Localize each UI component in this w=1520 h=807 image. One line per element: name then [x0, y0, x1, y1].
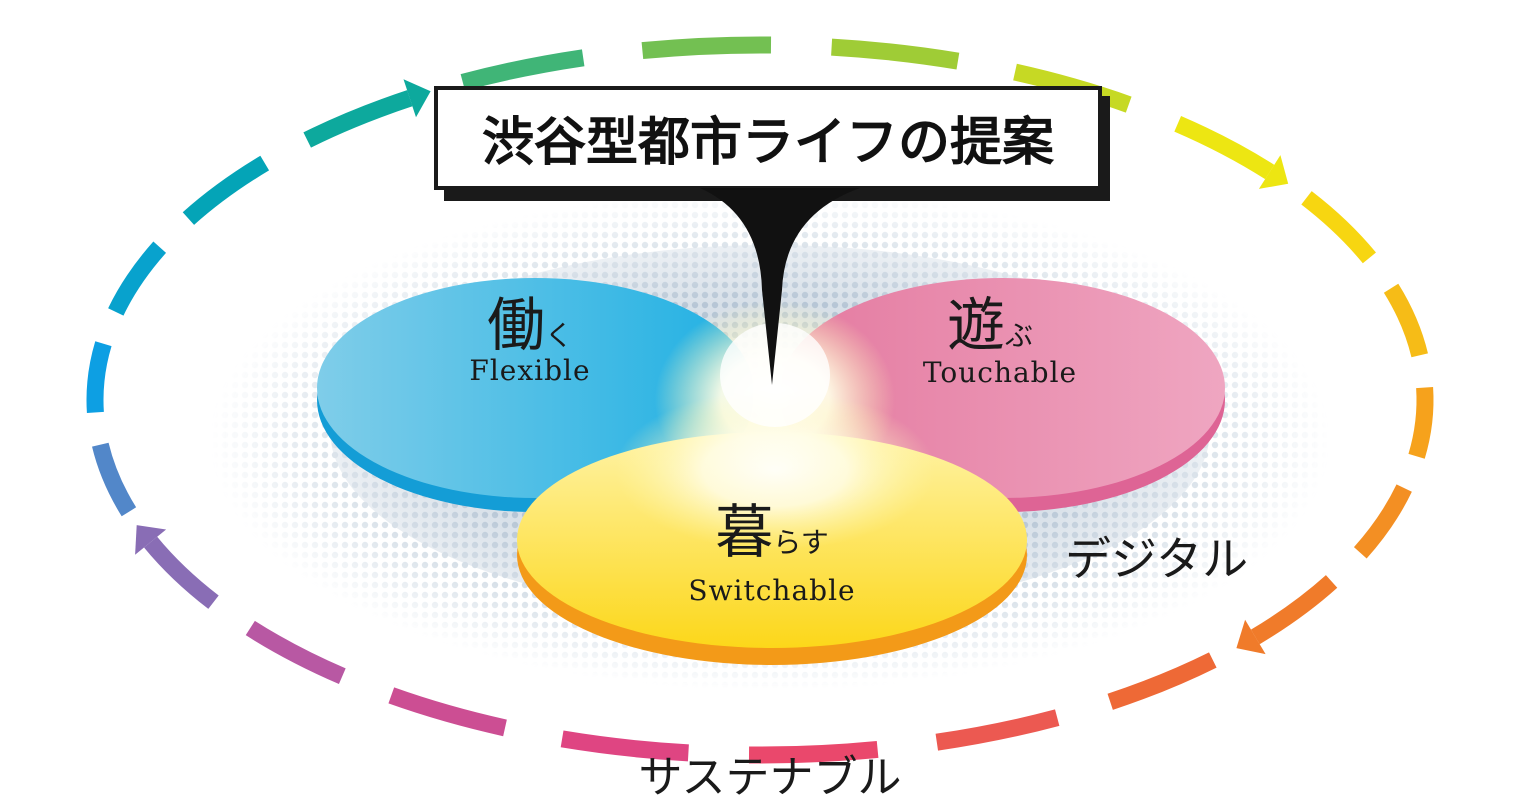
work-english: Flexible — [469, 354, 590, 387]
title-box: 渋谷型都市ライフの提案 — [434, 86, 1110, 385]
ring-dash — [748, 740, 879, 764]
ring-dash — [86, 341, 112, 413]
ring-dash — [303, 90, 413, 148]
ring-dash — [1383, 283, 1428, 358]
ring-dash — [1408, 387, 1434, 459]
live-english: Switchable — [688, 574, 855, 607]
digital-label: デジタル — [1065, 532, 1248, 586]
sustainable-label: サステナブル — [638, 752, 901, 803]
ring-arrow — [1258, 155, 1289, 189]
play-english: Touchable — [923, 356, 1077, 389]
ring-dash — [108, 241, 167, 316]
overlap-glow — [615, 300, 935, 550]
ring-dash — [1301, 191, 1376, 264]
work-label: 働く — [487, 291, 573, 359]
ring-dash — [935, 709, 1060, 751]
ring-dash — [388, 687, 507, 737]
ring-dash — [182, 155, 270, 225]
title-text: 渋谷型都市ライフの提案 — [482, 113, 1055, 173]
ring-dash — [1174, 115, 1275, 180]
ring-dash — [560, 730, 689, 762]
live-label: 暮らす — [715, 498, 828, 566]
ring-dash — [1107, 652, 1217, 710]
ring-dash — [92, 442, 137, 517]
cycle-ring — [86, 36, 1434, 764]
play-label: 遊ぶ — [947, 291, 1033, 359]
ring-arrow — [135, 525, 167, 555]
ring-dash — [144, 536, 219, 609]
ring-dash — [1353, 484, 1412, 559]
ring-dash — [641, 36, 772, 60]
ring-dash — [1250, 575, 1338, 645]
ring-dash — [245, 620, 346, 685]
title-pointer — [700, 188, 860, 385]
ring-arrow — [1236, 619, 1266, 655]
ring-arrow — [403, 79, 431, 118]
ring-dash — [831, 38, 960, 70]
ring-dash — [460, 49, 585, 91]
